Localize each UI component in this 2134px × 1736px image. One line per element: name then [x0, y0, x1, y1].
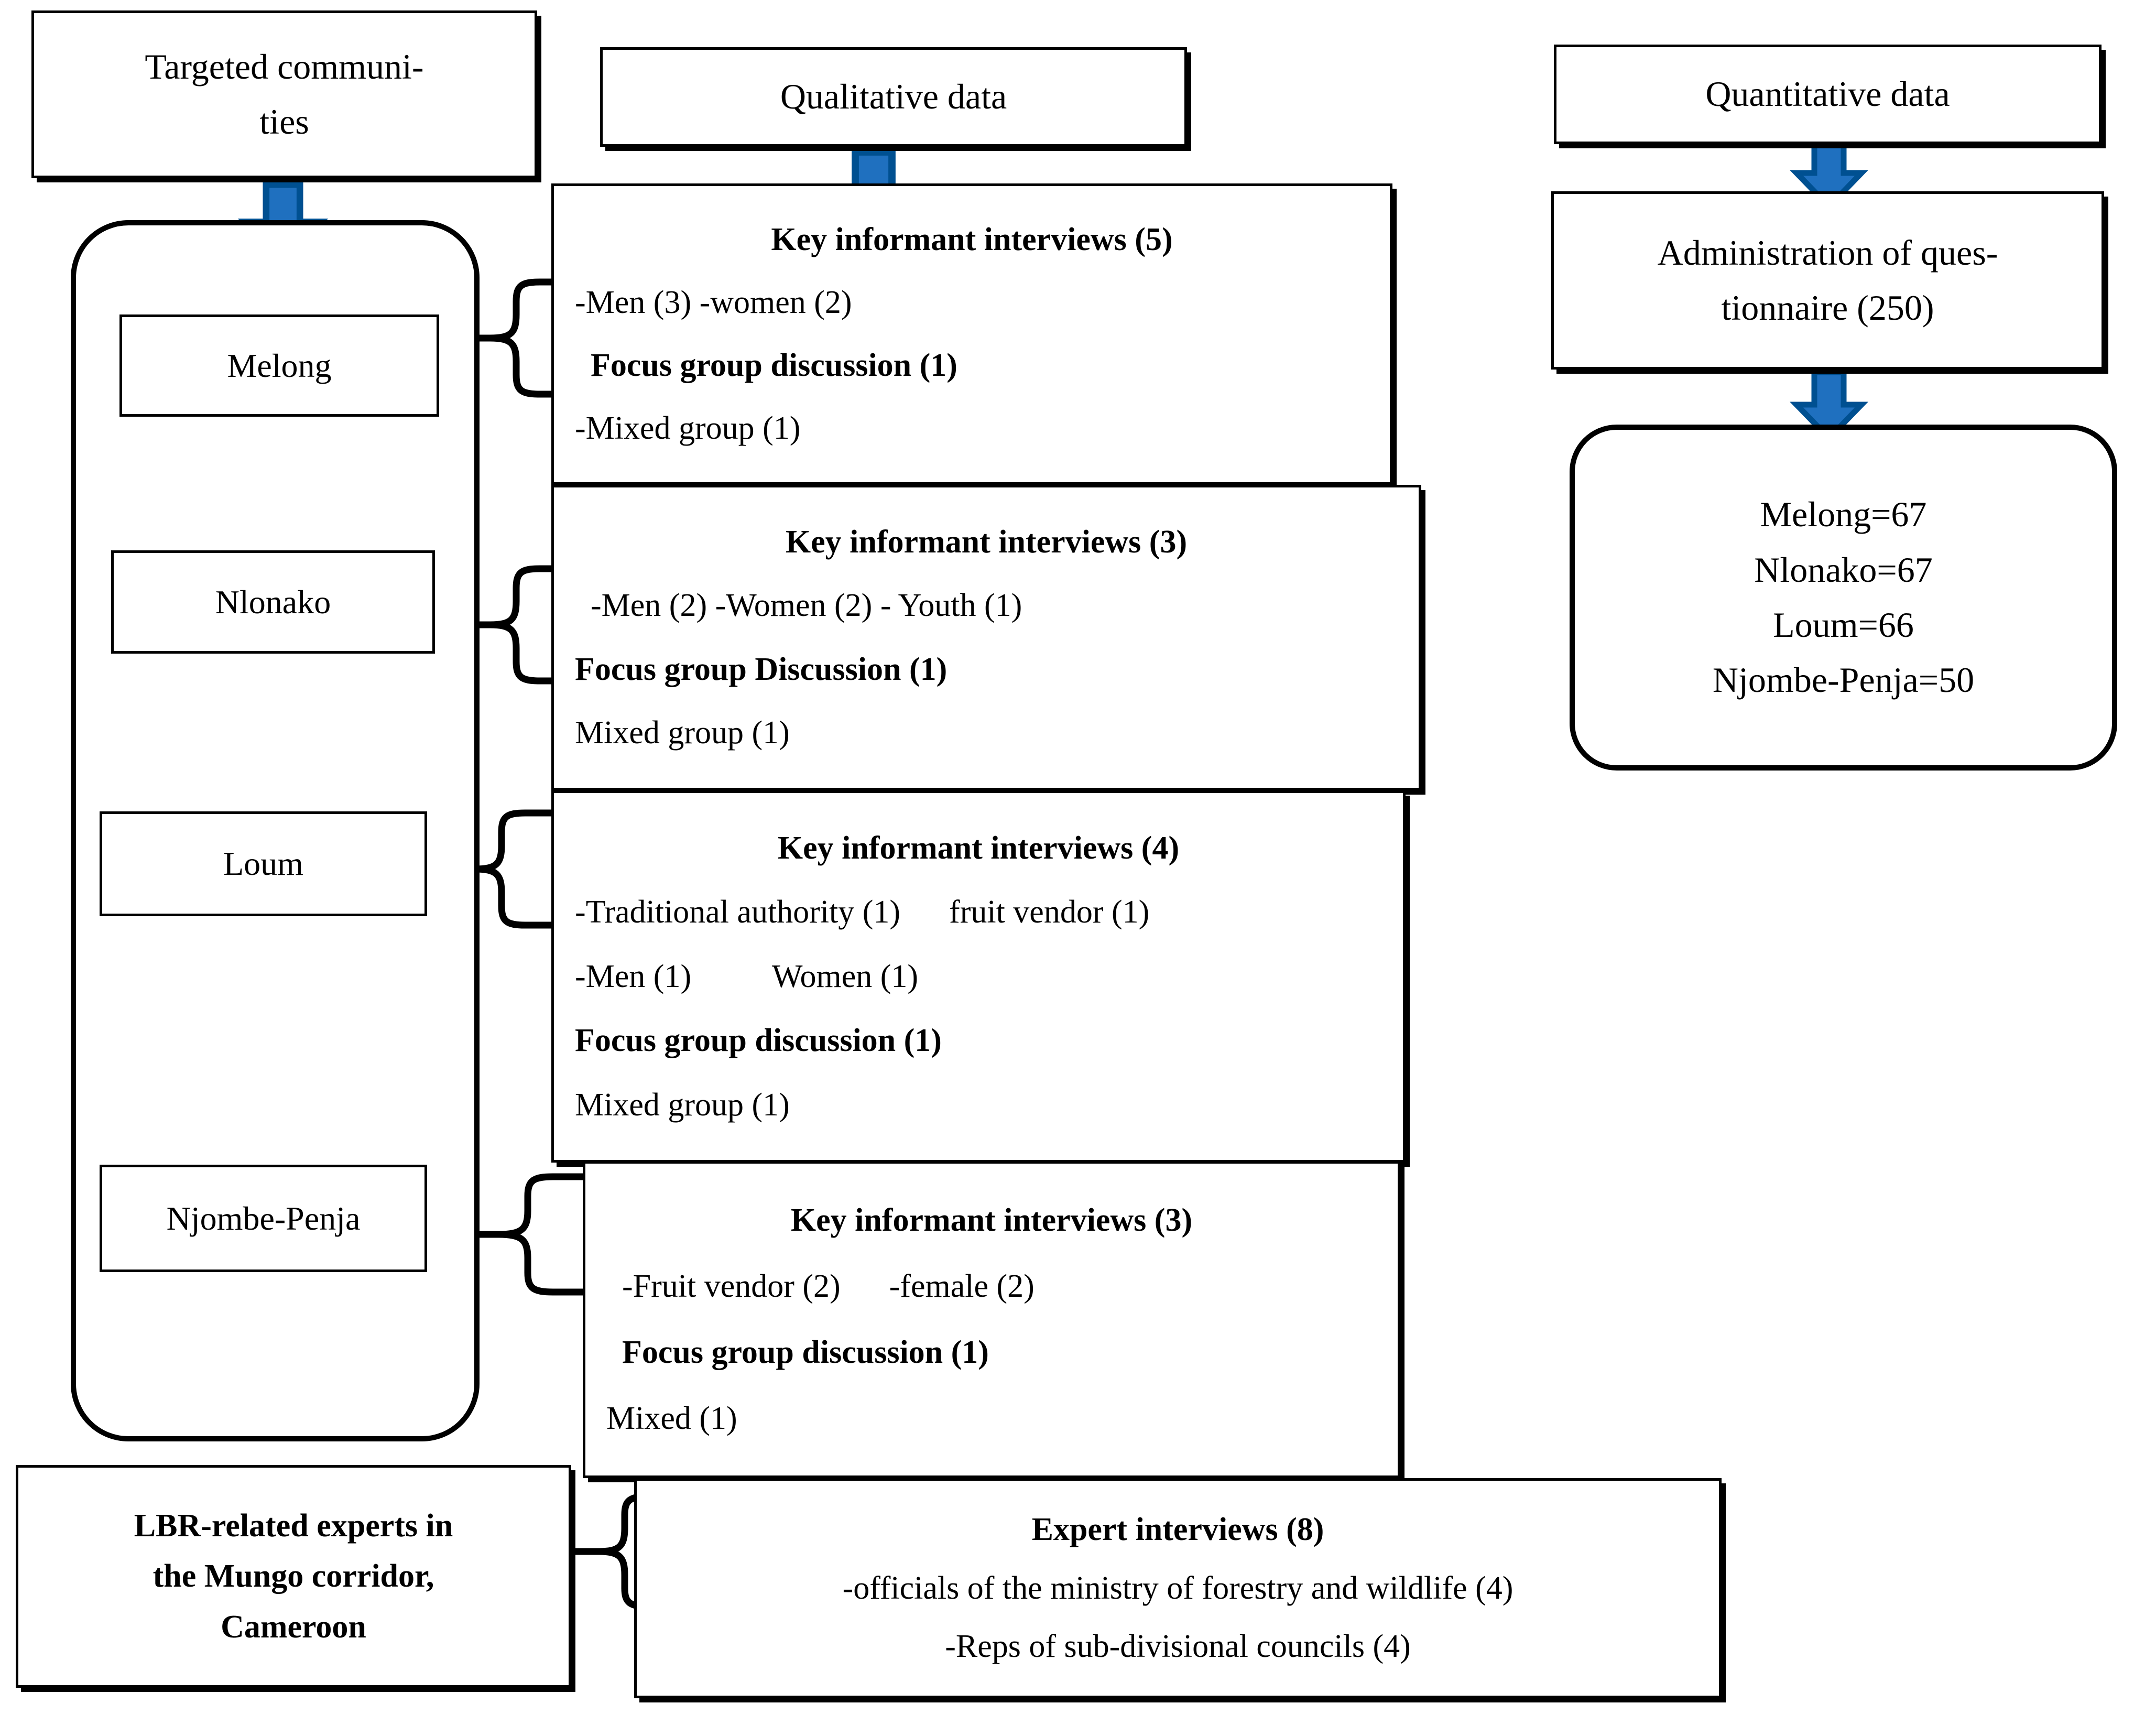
targeted-communities-line-1: Targeted communi-	[145, 46, 424, 86]
qualitative-data-header: Qualitative data	[600, 47, 1187, 147]
community-box-nlonako[interactable]: Nlonako	[111, 550, 435, 654]
administration-line-1: Administration of ques-	[1657, 232, 1998, 273]
qualitative-block-njombe-penja-row-2: Focus group discussion (1)	[622, 1334, 989, 1370]
community-box-njombe-penja[interactable]: Njombe-Penja	[100, 1165, 427, 1272]
qualitative-block-njombe-penja-header: Key informant interviews (3)	[790, 1202, 1193, 1238]
expert-interviews-row-2: -Reps of sub-divisional councils (4)	[945, 1628, 1411, 1664]
qualitative-block-loum-row-2: -Men (1) Women (1)	[575, 958, 919, 994]
lbr-experts-line-2: the Mungo corridor,	[153, 1558, 434, 1594]
qualitative-block-nlonako-row-2: Focus group Discussion (1)	[575, 651, 948, 687]
community-label-melong: Melong	[227, 346, 332, 384]
sample-size-nlonako: Nlonako=67	[1754, 549, 1933, 590]
targeted-communities-header: Targeted communi- ties	[31, 10, 537, 178]
expert-interviews-header: Expert interviews (8)	[1031, 1512, 1324, 1548]
community-box-melong[interactable]: Melong	[119, 314, 439, 417]
qualitative-block-loum-header: Key informant interviews (4)	[777, 830, 1180, 866]
lbr-experts-line-1: LBR-related experts in	[134, 1508, 453, 1544]
community-label-loum: Loum	[223, 845, 303, 883]
expert-interviews-block: Expert interviews (8) -officials of the …	[634, 1478, 1722, 1698]
administration-questionnaire-box: Administration of ques- tionnaire (250)	[1551, 191, 2104, 370]
qualitative-data-label: Qualitative data	[780, 77, 1007, 117]
community-box-loum[interactable]: Loum	[100, 811, 427, 916]
community-label-nlonako: Nlonako	[215, 583, 331, 621]
qualitative-block-nlonako-row-3: Mixed group (1)	[575, 715, 790, 751]
qualitative-block-nlonako-header: Key informant interviews (3)	[785, 524, 1188, 560]
sample-size-loum: Loum=66	[1773, 605, 1914, 645]
qualitative-block-nlonako: Key informant interviews (3) -Men (2) -W…	[551, 485, 1421, 790]
qualitative-block-melong: Key informant interviews (5) -Men (3) -w…	[551, 183, 1392, 485]
quantitative-data-label: Quantitative data	[1705, 74, 1950, 114]
qualitative-block-melong-header: Key informant interviews (5)	[771, 222, 1173, 257]
administration-line-2: tionnaire (250)	[1721, 288, 1934, 328]
community-label-njombe-penja: Njombe-Penja	[166, 1199, 361, 1237]
targeted-communities-line-2: ties	[259, 102, 309, 142]
lbr-experts-line-3: Cameroon	[221, 1609, 366, 1645]
qualitative-block-nlonako-row-1: -Men (2) -Women (2) - Youth (1)	[591, 588, 1022, 624]
sample-sizes-box: Melong=67 Nlonako=67 Loum=66 Njombe-Penj…	[1570, 425, 2117, 771]
quantitative-data-header: Quantitative data	[1554, 45, 2102, 144]
qualitative-block-njombe-penja-row-3: Mixed (1)	[606, 1401, 737, 1436]
lbr-experts-source-box: LBR-related experts in the Mungo corrido…	[16, 1465, 571, 1688]
qualitative-block-loum-row-1: -Traditional authority (1) fruit vendor …	[575, 894, 1150, 930]
sample-size-njombe-penja: Njombe-Penja=50	[1712, 660, 1975, 700]
qualitative-block-loum-row-4: Mixed group (1)	[575, 1087, 790, 1123]
expert-interviews-row-1: -officials of the ministry of forestry a…	[842, 1570, 1514, 1606]
qualitative-block-loum-row-3: Focus group discussion (1)	[575, 1023, 942, 1058]
qualitative-block-melong-row-3: -Mixed group (1)	[575, 410, 801, 446]
qualitative-block-njombe-penja-row-1: -Fruit vendor (2) -female (2)	[622, 1268, 1035, 1304]
sample-size-melong: Melong=67	[1760, 494, 1927, 535]
qualitative-block-njombe-penja: Key informant interviews (3) -Fruit vend…	[583, 1161, 1400, 1478]
qualitative-block-melong-row-2: Focus group discussion (1)	[591, 348, 957, 383]
qualitative-block-melong-row-1: -Men (3) -women (2)	[575, 285, 852, 320]
qualitative-block-loum: Key informant interviews (4) -Traditiona…	[551, 790, 1406, 1163]
